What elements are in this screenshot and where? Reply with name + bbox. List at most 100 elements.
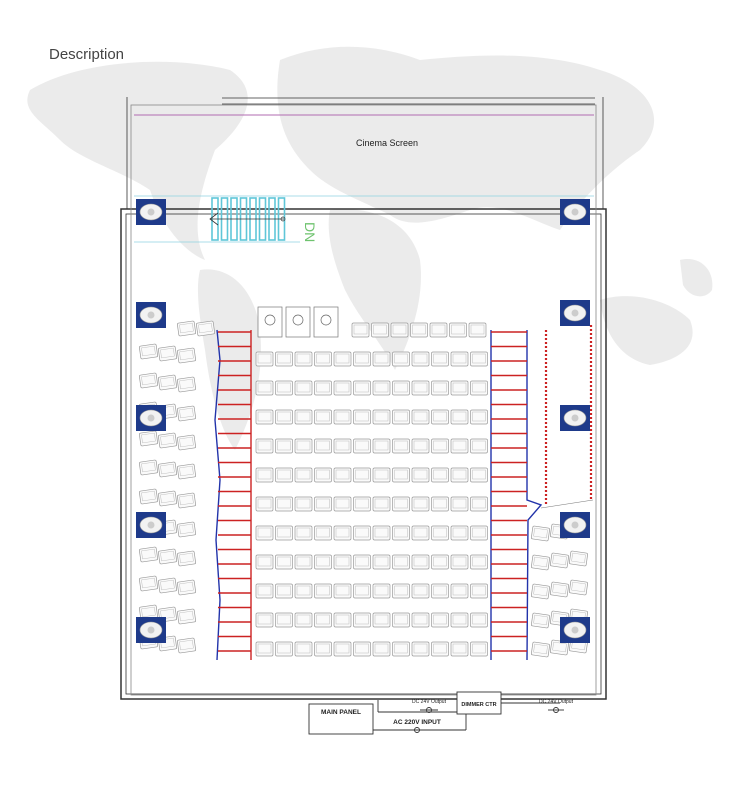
seat bbox=[353, 380, 371, 396]
speaker-center bbox=[571, 414, 579, 422]
seat bbox=[177, 521, 196, 538]
speaker-center bbox=[571, 208, 579, 216]
seat-outline bbox=[294, 496, 313, 512]
seat-cushion bbox=[452, 614, 467, 625]
ac-input-label: AC 220V INPUT bbox=[393, 719, 441, 726]
seat-outline bbox=[470, 583, 488, 599]
speaker bbox=[560, 617, 590, 643]
seat-cushion bbox=[433, 556, 447, 567]
seat bbox=[333, 438, 352, 454]
seat bbox=[470, 554, 488, 570]
seat-outline bbox=[275, 554, 293, 570]
seat bbox=[411, 583, 430, 599]
seat bbox=[450, 496, 469, 512]
map-landmass bbox=[27, 61, 248, 260]
seat-outline bbox=[333, 438, 352, 454]
seat-outline bbox=[450, 438, 469, 454]
seat-outline bbox=[333, 496, 352, 512]
seat-outline bbox=[392, 438, 410, 454]
accessible-seat bbox=[313, 306, 339, 338]
seat bbox=[177, 347, 196, 364]
seat-cushion bbox=[355, 440, 369, 451]
seat-outline bbox=[372, 612, 391, 628]
seat-outline bbox=[255, 496, 274, 512]
seat-outline bbox=[411, 438, 430, 454]
seat-outline bbox=[255, 467, 274, 483]
seat-cushion bbox=[374, 556, 389, 567]
seat-cushion bbox=[394, 469, 408, 480]
seat-cushion bbox=[277, 411, 291, 422]
seat bbox=[314, 438, 332, 454]
seat-cushion bbox=[316, 585, 330, 596]
seat-outline bbox=[275, 641, 293, 657]
seat bbox=[392, 380, 410, 396]
seat-cushion bbox=[316, 614, 330, 625]
seat bbox=[275, 409, 293, 425]
seat-cushion bbox=[257, 440, 272, 451]
seat bbox=[333, 583, 352, 599]
seat-cushion bbox=[472, 469, 486, 480]
seat-cushion bbox=[374, 411, 389, 422]
seat-outline bbox=[255, 409, 274, 425]
seat-cushion bbox=[141, 374, 156, 386]
seat-cushion bbox=[374, 353, 389, 364]
seat-cushion bbox=[160, 608, 175, 620]
seat-outline bbox=[372, 554, 391, 570]
seat-outline bbox=[372, 641, 391, 657]
seat bbox=[255, 409, 274, 425]
electrical bbox=[308, 691, 564, 735]
seat bbox=[410, 322, 428, 338]
seat bbox=[431, 583, 449, 599]
seat-cushion bbox=[452, 556, 467, 567]
speaker bbox=[136, 617, 166, 643]
seat-outline bbox=[450, 554, 469, 570]
seat bbox=[372, 583, 391, 599]
seat-outline bbox=[372, 583, 391, 599]
seat bbox=[255, 641, 274, 657]
seat-outline bbox=[449, 322, 467, 338]
seat bbox=[314, 380, 332, 396]
world-map-background bbox=[27, 46, 713, 450]
seat bbox=[255, 496, 274, 512]
seat-cushion bbox=[394, 614, 408, 625]
seat-outline bbox=[314, 525, 332, 541]
screen-label: Cinema Screen bbox=[356, 138, 418, 148]
seat-cushion bbox=[141, 577, 156, 589]
seat bbox=[314, 583, 332, 599]
seat bbox=[372, 351, 391, 367]
seat-cushion bbox=[179, 552, 194, 564]
seat-outline bbox=[470, 496, 488, 512]
seat-outline bbox=[294, 525, 313, 541]
seat-cushion bbox=[316, 440, 330, 451]
seat-outline bbox=[392, 612, 410, 628]
seat bbox=[411, 612, 430, 628]
seat-outline bbox=[275, 612, 293, 628]
seat bbox=[353, 641, 371, 657]
seat-cushion bbox=[431, 324, 446, 335]
seat-cushion bbox=[413, 585, 428, 596]
seat-outline bbox=[275, 438, 293, 454]
seat-outline bbox=[392, 496, 410, 512]
accessible-seat bbox=[257, 306, 283, 338]
seat-outline bbox=[314, 554, 332, 570]
seat-cushion bbox=[373, 324, 387, 335]
seat bbox=[294, 380, 313, 396]
seat bbox=[294, 496, 313, 512]
seat-outline bbox=[353, 554, 371, 570]
seat bbox=[371, 322, 389, 338]
seat bbox=[550, 552, 569, 569]
seat-cushion bbox=[472, 382, 486, 393]
seat-cushion bbox=[316, 527, 330, 538]
seat bbox=[392, 438, 410, 454]
seat-cushion bbox=[316, 411, 330, 422]
seat bbox=[392, 612, 410, 628]
seat bbox=[275, 467, 293, 483]
seat-outline bbox=[294, 409, 313, 425]
stair bbox=[209, 197, 286, 241]
seat-outline bbox=[333, 467, 352, 483]
seat bbox=[450, 351, 469, 367]
speaker-center bbox=[147, 208, 155, 216]
seat bbox=[275, 641, 293, 657]
seat bbox=[431, 496, 449, 512]
